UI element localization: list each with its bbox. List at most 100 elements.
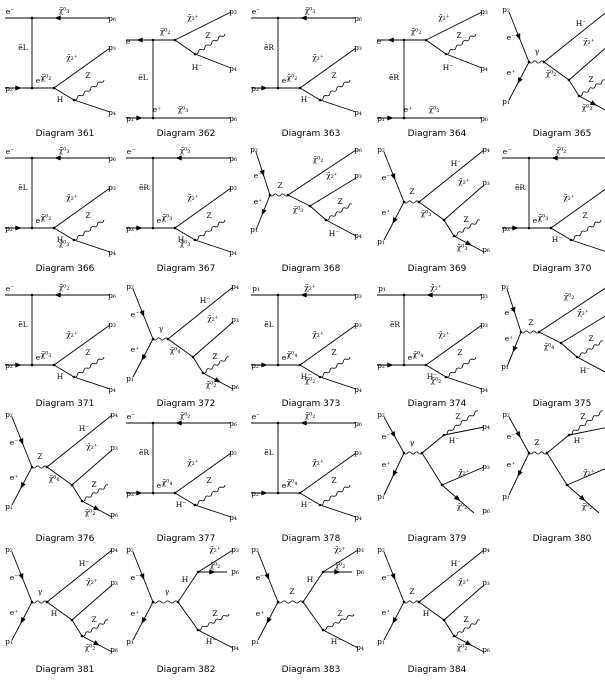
label-higgs: H bbox=[57, 95, 64, 104]
arrowhead bbox=[510, 306, 516, 314]
label-neutralino: χ̃⁰₂ bbox=[411, 27, 422, 36]
label-p6: p₆ bbox=[231, 567, 239, 576]
label-e-minus: e⁻ bbox=[382, 432, 390, 441]
vertex bbox=[402, 451, 406, 455]
arrowhead bbox=[261, 208, 267, 216]
label-selectron: ẽL bbox=[18, 320, 27, 329]
vertex bbox=[30, 465, 34, 469]
label-chargino: χ̃₂⁺ bbox=[312, 458, 324, 467]
arrowhead bbox=[551, 155, 558, 161]
label-neutralino-out: χ̃⁰₃ bbox=[582, 103, 593, 112]
vertex bbox=[30, 16, 34, 20]
label-internal: χ̃⁰₄ bbox=[170, 346, 181, 355]
label-p4: p₄ bbox=[356, 643, 364, 652]
diagram-caption: Diagram 383 bbox=[282, 665, 341, 675]
label-p6: p₃ bbox=[354, 291, 362, 300]
label-charged-higgs: H⁻ bbox=[79, 559, 90, 568]
vertex bbox=[30, 600, 34, 604]
boson-line bbox=[194, 484, 226, 506]
label-z: Z bbox=[205, 31, 210, 40]
label-p4: p₄ bbox=[354, 108, 362, 117]
label-higgs: H⁻ bbox=[176, 500, 187, 509]
label-bottom-particle: χ̃⁰₃ bbox=[429, 105, 440, 114]
label-boson: Z bbox=[409, 187, 414, 196]
higgs-line bbox=[550, 227, 572, 241]
label-z: Z bbox=[212, 352, 217, 361]
chargino-line bbox=[566, 468, 605, 486]
label-p2: p₂ bbox=[377, 145, 385, 154]
chargino-line bbox=[425, 11, 483, 41]
label-z: Z bbox=[455, 412, 460, 421]
diagram-caption: Diagram 379 bbox=[408, 534, 467, 544]
label-e-plus: e⁺ bbox=[505, 334, 513, 343]
boson-line bbox=[403, 600, 420, 604]
label-z: Z bbox=[580, 412, 585, 421]
higgs-line bbox=[425, 364, 447, 378]
label-higgs: H⁻ bbox=[580, 366, 591, 375]
higgs-line bbox=[299, 492, 321, 506]
chargino-line bbox=[441, 466, 485, 486]
label-e-minus: e⁻ bbox=[126, 37, 134, 46]
diagram-caption: Diagram 375 bbox=[533, 399, 592, 409]
label-p6: p₆ bbox=[354, 145, 362, 154]
label-neutralino-out: χ̃⁰₂ bbox=[85, 643, 96, 652]
arrowhead bbox=[136, 225, 143, 231]
label-chargino: χ̃₂⁺ bbox=[187, 193, 199, 202]
label-boson: γ bbox=[165, 587, 170, 596]
label-p2: p₂ bbox=[126, 545, 134, 554]
chargino-line bbox=[322, 549, 359, 573]
label-neutralino: χ̃⁰₂ bbox=[160, 27, 171, 36]
label-p3: p₃ bbox=[482, 578, 490, 587]
label-e-plus: e⁺ bbox=[507, 68, 515, 77]
label-selectron: ẽR bbox=[139, 183, 149, 192]
label-chargino: χ̃₂⁺ bbox=[66, 193, 78, 202]
diagram-caption: Diagram 376 bbox=[36, 534, 95, 544]
label-p1: p₁ bbox=[501, 362, 509, 371]
label-p6: p₆ bbox=[356, 567, 364, 576]
label-chargino: χ̃₂⁺ bbox=[187, 458, 199, 467]
label-z: Z bbox=[206, 211, 211, 220]
diagram-caption: Diagram 367 bbox=[157, 264, 216, 274]
vertex bbox=[276, 421, 280, 425]
label-p4: p₄ bbox=[231, 282, 239, 291]
higgs-line bbox=[167, 286, 234, 340]
label-selectron: ẽR bbox=[139, 448, 149, 457]
label-p2: p₂ bbox=[126, 224, 134, 233]
label-top-particle: χ̃₂⁺ bbox=[430, 283, 442, 292]
label-e-minus: e⁻ bbox=[10, 438, 18, 447]
label-p1: p₁ bbox=[377, 492, 385, 501]
boson-line bbox=[443, 410, 479, 436]
boson-line bbox=[31, 465, 48, 469]
label-internal: χ̃⁰₃ bbox=[293, 205, 304, 214]
label-p3: p₃ bbox=[110, 578, 118, 587]
label-z: Z bbox=[456, 31, 461, 40]
label-p1: p₁ bbox=[502, 492, 510, 501]
label-p4: p₄ bbox=[229, 248, 237, 257]
arrowhead bbox=[453, 494, 461, 502]
label-p2: p₂ bbox=[250, 145, 258, 154]
diagram-caption: Diagram 363 bbox=[282, 129, 341, 139]
neutralino-line bbox=[538, 331, 562, 344]
label-p6: p₆ bbox=[229, 154, 237, 163]
label-p3: p₃ bbox=[110, 443, 118, 452]
label-chargino: χ̃₂⁺ bbox=[458, 177, 470, 186]
label-boson: γ bbox=[159, 324, 164, 333]
label-neutralino-out: χ̃⁰₂ bbox=[335, 561, 346, 570]
label-top-particle: χ̃⁰₂ bbox=[564, 292, 575, 301]
arrowhead bbox=[175, 155, 182, 161]
arrowhead bbox=[18, 438, 24, 445]
boson-line bbox=[570, 219, 602, 241]
vertex bbox=[402, 200, 406, 204]
label-p4: p₄ bbox=[108, 385, 116, 394]
label-selectron: ẽR bbox=[390, 320, 400, 329]
label-e-plus: e⁺ bbox=[282, 353, 290, 362]
label-charged-higgs: H⁻ bbox=[574, 436, 585, 445]
label-neutralino: χ̃⁰₄ bbox=[287, 478, 298, 487]
label-p1: p₁ bbox=[377, 114, 385, 123]
vertex bbox=[527, 451, 531, 455]
label-z: Z bbox=[331, 71, 336, 80]
vertex bbox=[151, 600, 155, 604]
